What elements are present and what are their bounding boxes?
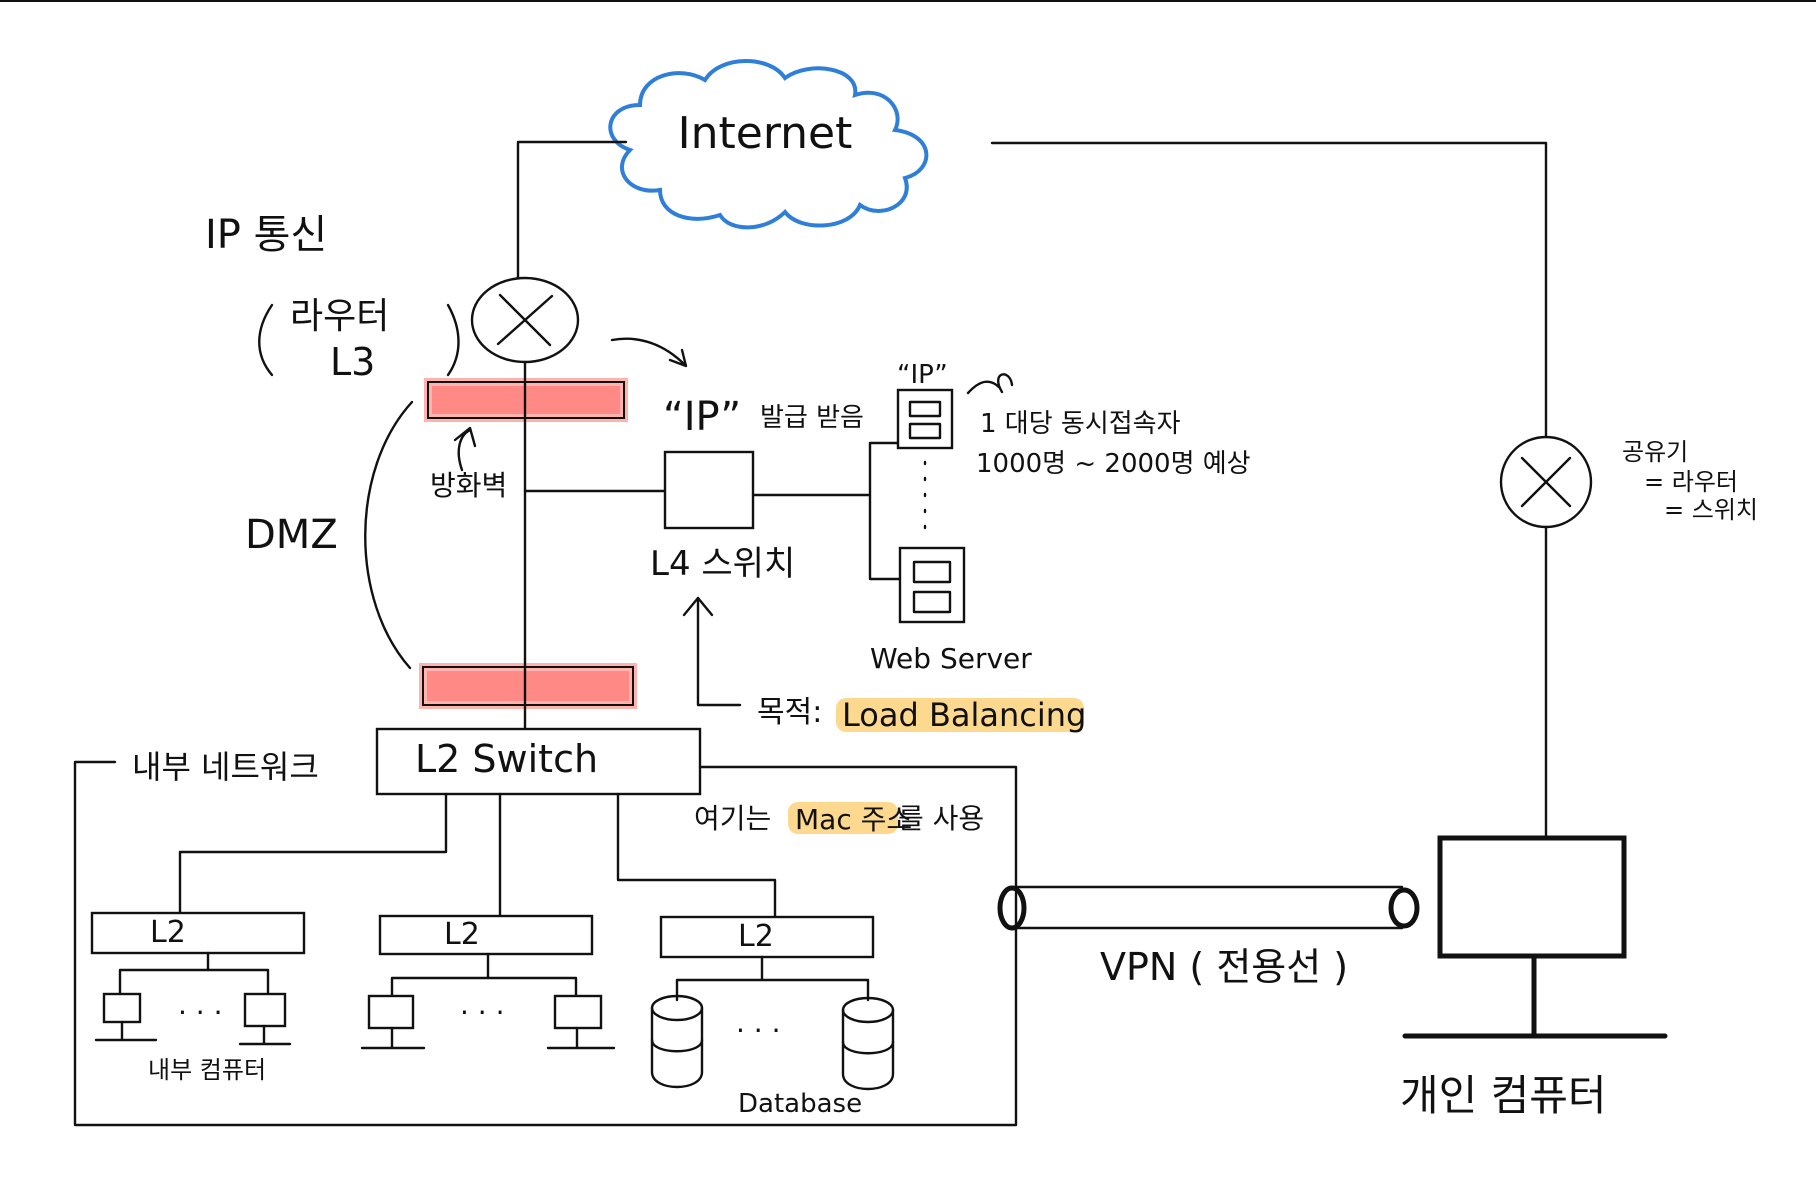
internal-computer-right-icon [238,992,292,1046]
middle-computer-right-icon [546,994,616,1050]
internal-computer-label: 내부 컴퓨터 [148,1056,266,1084]
router-icon [470,276,580,364]
internal-network-label: 내부 네트워크 [132,748,319,786]
top-border [0,0,1816,2]
middle-computer-left-icon [360,994,426,1050]
mac-suffix: 를 사용 [898,802,984,835]
internet-label: Internet [678,108,853,159]
ip-issued-label: 발급 받음 [760,403,864,433]
link-l2-right [616,792,777,919]
web-server-label: Web Server [870,642,1032,675]
concurrent-line2: 1000명 ~ 2000명 예상 [976,449,1251,479]
l2-middle-box [378,914,594,956]
internet-to-router-line [516,140,628,280]
database-label: Database [738,1089,862,1119]
l4-to-server-lines [751,441,902,581]
l4-switch-label: L4 스위치 [650,544,795,584]
router-korean-label: 라우터 [290,296,389,337]
internal-network-boundary [73,760,1018,1127]
paren-left [258,303,274,377]
l2-left-label: L2 [150,915,186,950]
internal-computer-left-icon [94,992,158,1042]
sharer-line3: = 스위치 [1664,496,1758,524]
web-server-top-icon [896,388,954,450]
l2-right-box [659,915,875,959]
dmz-bracket [364,400,414,670]
web-server-bottom-icon [898,546,966,624]
internal-computer-dots: · · · [178,996,223,1029]
firewall-bottom [419,663,637,709]
l2-core-switch-label: L2 Switch [415,737,598,781]
l2-middle-label: L2 [444,917,480,952]
paren-right [446,303,460,377]
database-dots: · · · [736,1014,781,1047]
link-l2-left [178,792,448,915]
internet-to-sharer-line [990,141,1548,439]
l2-left-box [90,911,306,955]
ip-communication-label: IP 통신 [205,212,327,258]
firewall-label: 방화벽 [430,469,507,502]
database-right-icon [841,996,895,1091]
sharer-router-icon [1499,435,1593,529]
purpose-highlight [836,698,1084,732]
l2-core-switch-box [375,727,702,796]
purpose-prefix: 목적: [757,695,822,730]
router-ip-arrow [610,337,687,367]
router-l3-label: L3 [330,340,375,384]
sharer-line1: 공유기 [1622,438,1688,466]
sharer-line2: = 라우터 [1644,468,1738,496]
l4-switch-box [663,450,755,530]
purpose-value: Load Balancing [842,696,1086,734]
concurrent-line1: 1 대당 동시접속자 [980,409,1181,439]
middle-computer-dots: · · · [460,996,505,1029]
note-arrow [966,373,1014,395]
vpn-label: VPN ( 전용선 ) [1100,945,1348,989]
dmz-label: DMZ [245,512,338,558]
ip-issued-quote: “IP” [663,394,741,440]
personal-computer-icon [1402,835,1668,1039]
purpose-arrow [696,596,742,707]
internet-cloud: Internet [608,59,929,230]
server-ip-label: “IP” [897,360,948,390]
vpn-tunnel [997,885,1420,931]
firewall-arrow [457,428,472,472]
mac-highlight-bg [788,802,898,834]
l2-right-label: L2 [738,919,774,954]
mac-prefix: 여기는 [694,802,771,835]
personal-computer-label: 개인 컴퓨터 [1400,1071,1607,1120]
mac-highlight: Mac 주소 [795,803,912,836]
database-left-icon [650,994,704,1089]
